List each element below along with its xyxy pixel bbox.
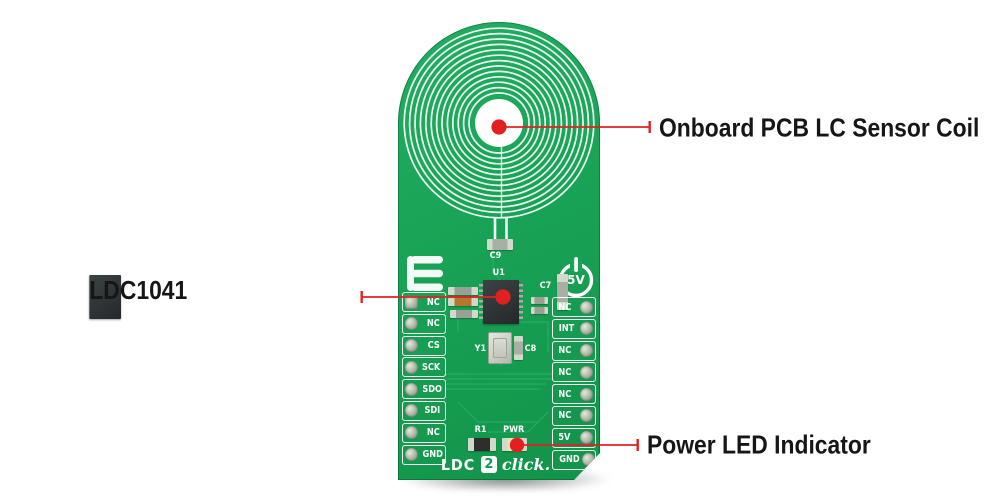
callout-tick: [360, 291, 363, 303]
passive-component: [531, 297, 548, 304]
pin-pad: [405, 426, 418, 440]
pin-pad: [405, 295, 418, 309]
chip-pins: [479, 284, 483, 320]
power-led: [502, 438, 527, 451]
mikroe-logo-icon: [407, 256, 443, 291]
pin-row: SCK: [402, 357, 446, 378]
pin-pad: [580, 431, 593, 445]
pcb-board: 5V C9 U1 C7 Y1 C8 R1 PWR NC NC CS SCK: [398, 22, 600, 480]
pwr-label: PWR: [503, 425, 525, 435]
pin-row: SDO: [402, 379, 446, 400]
pin-pad: [405, 339, 418, 353]
passive-component: [448, 298, 478, 306]
callout-label-power-led: Power LED Indicator: [647, 429, 871, 460]
capacitor-c8: [514, 336, 523, 360]
pin-pad: [580, 387, 593, 401]
lc-sensor-coil: [403, 27, 595, 239]
capacitor-c9: [487, 239, 513, 250]
pin-row: NC: [552, 362, 596, 383]
title-number-badge: 2: [480, 456, 497, 473]
pin-row: GND: [402, 444, 446, 465]
passive-component: [531, 307, 548, 314]
callout-label-coil: Onboard PCB LC Sensor Coil: [659, 112, 980, 143]
pcb-traces: [446, 240, 552, 433]
pin-pad: [580, 344, 593, 358]
title-click: click.: [501, 455, 551, 474]
callout-tick: [648, 121, 651, 133]
pin-row: NC: [402, 313, 446, 334]
pin-pad: [405, 317, 418, 331]
pin-pad: [405, 360, 418, 374]
callout-label-chip: LDC1041: [89, 275, 187, 319]
pin-pad: [405, 448, 418, 462]
y1-label: Y1: [474, 344, 487, 354]
pin-row: NC: [552, 297, 596, 317]
capacitor-c7: [557, 274, 568, 310]
pin-row: NC: [552, 340, 596, 361]
passive-component: [448, 287, 478, 295]
resistor-r1: [468, 438, 496, 451]
title-ldc: LDC: [440, 455, 475, 474]
pin-row: SDI: [402, 400, 446, 421]
silkscreen-title: LDC 2 click.: [398, 455, 592, 474]
left-pin-header: NC NC CS SCK SDO SDI NC GND: [402, 292, 446, 465]
chip-pins: [519, 284, 523, 320]
pin-row: NC: [402, 292, 446, 312]
pin-pad: [580, 365, 593, 379]
c7-label: C7: [539, 281, 552, 291]
pin-pad: [580, 322, 593, 336]
pin-row: INT: [552, 318, 596, 339]
pin-pad: [580, 300, 593, 314]
r1-label: R1: [474, 425, 487, 435]
crystal-y1: [488, 332, 512, 364]
ldc1041-chip-u1: [479, 280, 523, 324]
pin-pad: [580, 409, 593, 423]
pin-pad: [405, 382, 418, 396]
pin-row: NC: [402, 422, 446, 443]
callout-tick: [636, 439, 639, 451]
power-icon-label: 5V: [567, 273, 585, 287]
pin-row: 5V: [552, 427, 596, 448]
c8-label: C8: [524, 344, 537, 354]
pin-row: CS: [402, 335, 446, 356]
pin-row: NC: [552, 384, 596, 405]
c9-label: C9: [489, 251, 502, 261]
right-pin-header: NC INT NC NC NC NC 5V GND: [552, 297, 596, 470]
passive-component: [450, 310, 478, 318]
pin-row: NC: [552, 405, 596, 426]
pin-pad: [405, 404, 418, 418]
u1-label: U1: [492, 268, 505, 278]
